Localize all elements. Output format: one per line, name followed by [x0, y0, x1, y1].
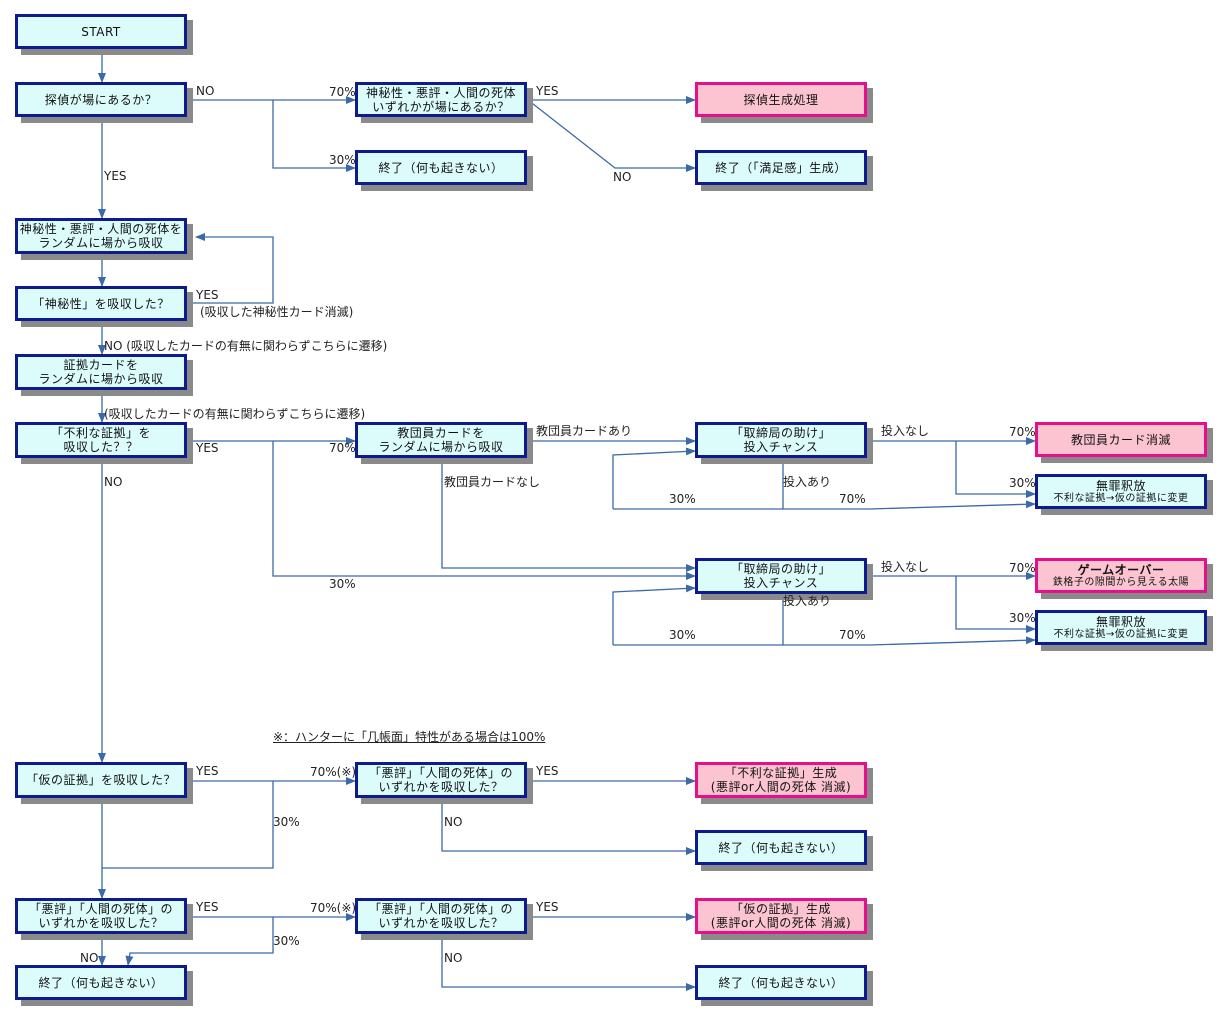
bad-corpse-question-node-2: 「悪評」「人間の死体」の いずれかを吸収した？ [355, 898, 527, 934]
label-mystic-vanish: (吸収した神秘性カード消滅) [200, 305, 354, 319]
label-help-a-input: 投入あり [783, 475, 832, 489]
label-cult-no: 教団員カードなし [444, 475, 541, 489]
edge-help-b-none-30 [955, 576, 1036, 633]
end-nothing-node-1: 終了（何も起きない） [355, 150, 527, 185]
label-mystic-no-regardless: NO (吸収したカードの有無に関わらずこちらに遷移) [104, 339, 388, 353]
edge-unfav-30 [272, 441, 696, 580]
label-help-a-none: 投入なし [881, 424, 930, 438]
label-q1-yes: YES [536, 764, 559, 778]
end-nothing-node-4: 終了（何も起きない） [695, 965, 867, 1000]
bad-corpse-question-node-1: 「悪評」「人間の死体」の いずれかを吸収した？ [355, 762, 527, 798]
label-detective-no-70: 70% [329, 85, 356, 99]
label-left-yes: YES [196, 900, 219, 914]
edge-help-a-70 [613, 500, 1036, 510]
label-q2-no: NO [444, 951, 463, 965]
cult-absorb-node: 教団員カードを ランダムに場から吸収 [355, 422, 527, 458]
end-nothing-node-2: 終了（何も起きない） [695, 830, 867, 865]
label-q1-no: NO [444, 815, 463, 829]
label-help-b-input: 投入あり [783, 594, 832, 608]
label-unfav-yes: YES [196, 441, 219, 455]
edge-help-b-30 [612, 584, 696, 645]
mystic-question-node: 神秘性・悪評・人間の死体 いずれかが場にあるか？ [355, 82, 527, 117]
label-help-b-loop-30: 30% [669, 628, 696, 642]
edge-q2-no [441, 935, 696, 991]
label-help-b-70: 70% [1009, 561, 1036, 575]
label-help-a-loop-30: 30% [669, 492, 696, 506]
label-detective-no-30: 30% [329, 153, 356, 167]
label-regardless: (吸収したカードの有無に関わらずこちらに遷移) [104, 407, 366, 421]
cult-vanish-node: 教団員カード消滅 [1035, 422, 1207, 457]
label-left-70: 70%(※) [310, 901, 357, 915]
footnote-note: ※：ハンターに「几帳面」特性がある場合は100% [273, 730, 546, 744]
label-prov-30: 30% [273, 815, 300, 829]
label-help-b-30-right: 30% [1009, 611, 1036, 625]
edge-help-b-70 [613, 636, 1036, 646]
unfavorable-generate-node: 「不利な証拠」生成 (悪評or人間の死体 消滅) [695, 762, 867, 798]
acquit-node-b: 無罪釈放 不利な証拠→仮の証拠に変更 [1035, 610, 1207, 645]
acquit-node-a: 無罪釈放 不利な証拠→仮の証拠に変更 [1035, 474, 1207, 509]
absorbed-mystic-node: 「神秘性」を吸収した？ [15, 286, 187, 321]
label-prov-yes: YES [196, 764, 219, 778]
end-nothing-node-3: 終了（何も起きない） [15, 965, 187, 1000]
label-cult-yes: 教団員カードあり [536, 424, 633, 438]
edge-prov-30 [102, 781, 274, 869]
detective-generate-node: 探偵生成処理 [695, 82, 867, 117]
label-help-a-loop-70: 70% [839, 492, 866, 506]
edge-detective-no-30 [272, 100, 356, 172]
edge-cult-no [441, 458, 696, 572]
start-node: START [15, 14, 187, 49]
provisional-question-node: 「仮の証拠」を吸収した？ [15, 762, 187, 798]
end-satisfaction-node: 終了（「満足感」生成） [695, 150, 867, 185]
label-left-no: NO [80, 951, 99, 965]
evidence-absorb-node: 証拠カードを ランダムに場から吸収 [15, 354, 187, 390]
edge-mystic-no [527, 99, 696, 172]
provisional-generate-node: 「仮の証拠」生成 (悪評or人間の死体 消滅) [695, 898, 867, 934]
label-mystic-absorbed-yes: YES [196, 288, 219, 302]
label-help-a-70: 70% [1009, 425, 1036, 439]
label-unfav-30: 30% [329, 577, 356, 591]
label-detective-yes: YES [104, 169, 127, 183]
edge-left-30 [125, 917, 274, 966]
edge-help-a-none-30 [955, 441, 1036, 498]
bad-corpse-left-node: 「悪評」「人間の死体」の いずれかを吸収した？ [15, 898, 187, 934]
edge-mystic-loop [188, 233, 274, 304]
label-detective-no: NO [196, 84, 215, 98]
label-help-a-30-right: 30% [1009, 476, 1036, 490]
edge-q1-no [441, 799, 696, 855]
absorb-random-node: 神秘性・悪評・人間の死体を ランダムに場から吸収 [15, 218, 187, 254]
help-chance-node-a: 「取締局の助け」 投入チャンス [695, 422, 867, 458]
game-over-node: ゲームオーバー 鉄格子の隙間から見える太陽 [1035, 558, 1207, 593]
label-left-30: 30% [273, 934, 300, 948]
edge-help-a-30 [612, 447, 696, 509]
label-mystic-no: NO [613, 170, 632, 184]
label-q2-yes: YES [536, 900, 559, 914]
label-help-b-loop-70: 70% [839, 628, 866, 642]
label-prov-70: 70%(※) [310, 765, 357, 779]
label-unfav-no: NO [104, 475, 123, 489]
unfavorable-question-node: 「不利な証拠」を 吸収した？？ [15, 422, 187, 458]
detective-question-node: 探偵が場にあるか？ [15, 82, 187, 117]
label-help-b-none: 投入なし [881, 560, 930, 574]
help-chance-node-b: 「取締局の助け」 投入チャンス [695, 558, 867, 594]
label-unfav-70: 70% [329, 441, 356, 455]
label-mystic-yes: YES [536, 84, 559, 98]
